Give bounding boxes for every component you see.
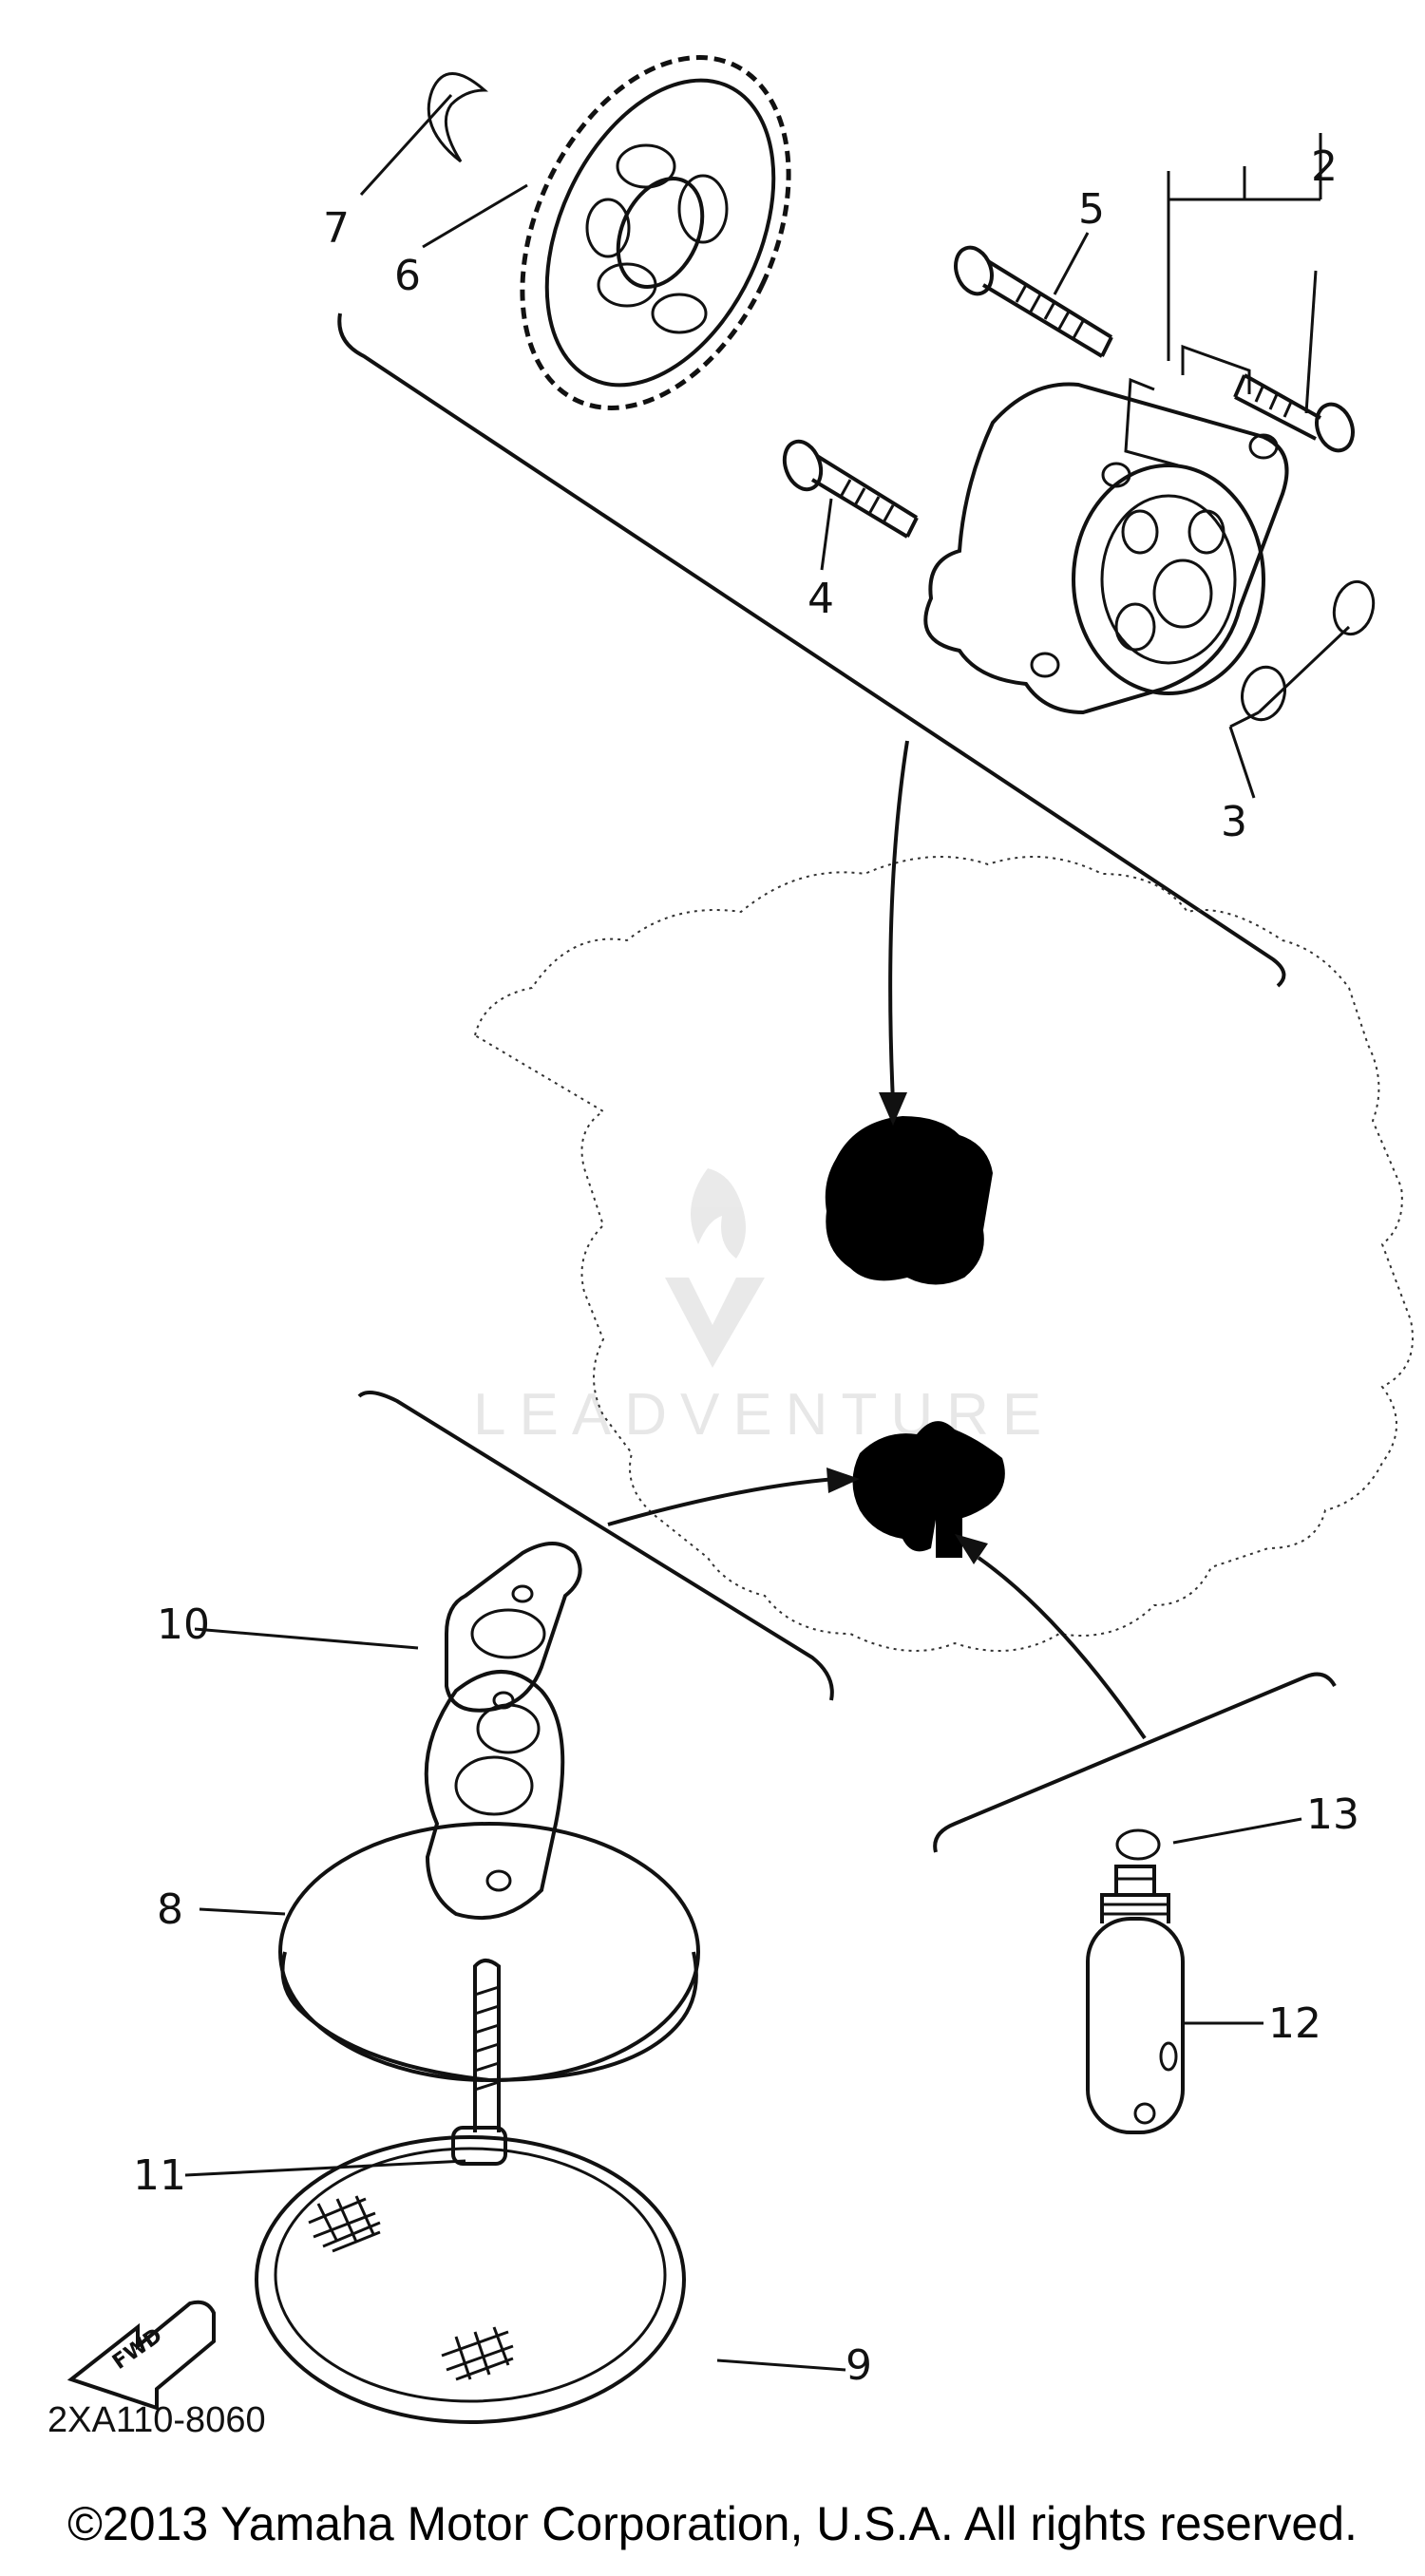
strainer-housing-part [278,1670,700,2083]
callout-11: 11 [133,2151,186,2200]
bolt-short-part [1233,373,1355,453]
gasket-part [445,1542,582,1713]
callout-12: 12 [1268,1999,1321,2048]
callout-10: 10 [157,1601,210,1649]
small-o-ring-part [1115,1828,1161,1861]
copyright-notice: ©2013 Yamaha Motor Corporation, U.S.A. A… [67,2497,1358,2550]
lower-right-group-bracket [933,1672,1337,1853]
assembly-arrow-left [607,1477,837,1526]
screw-part [451,1959,507,2166]
callout-9: 9 [846,2341,872,2390]
callout-2: 2 [1311,142,1338,191]
callout-3: 3 [1221,798,1247,846]
strainer-screen-part [255,2135,686,2424]
callout-6: 6 [394,252,421,300]
assembly-arrow-upper [888,740,909,1103]
bolt-long-part [954,245,1113,358]
leader-lines [184,93,1351,2372]
callout-7: 7 [323,204,350,253]
strainer-mount-location [852,1421,1005,1552]
o-rings-part [1241,579,1376,722]
lower-left-group-bracket [357,1391,834,1701]
circlip-part [427,72,488,163]
bolt-mid-part [782,439,919,539]
callout-13: 13 [1306,1790,1359,1839]
callout-4: 4 [808,575,834,623]
relief-valve-part [1086,1865,1185,2134]
strainer-outlet-pipe [936,1491,962,1558]
forward-direction-arrow: FWD [66,2300,216,2411]
crankcase-outline [473,856,1414,1652]
assembly-arrow-right [977,1556,1147,1740]
driven-gear-part [520,55,791,410]
upper-group-bracket [337,313,1286,988]
pump-mount-location [825,1116,993,1285]
oil-pump-assembly-part [923,344,1289,715]
callout-8: 8 [157,1885,183,1934]
diagram-part-code: 2XA110-8060 [48,2400,266,2440]
callout-5: 5 [1078,185,1105,234]
